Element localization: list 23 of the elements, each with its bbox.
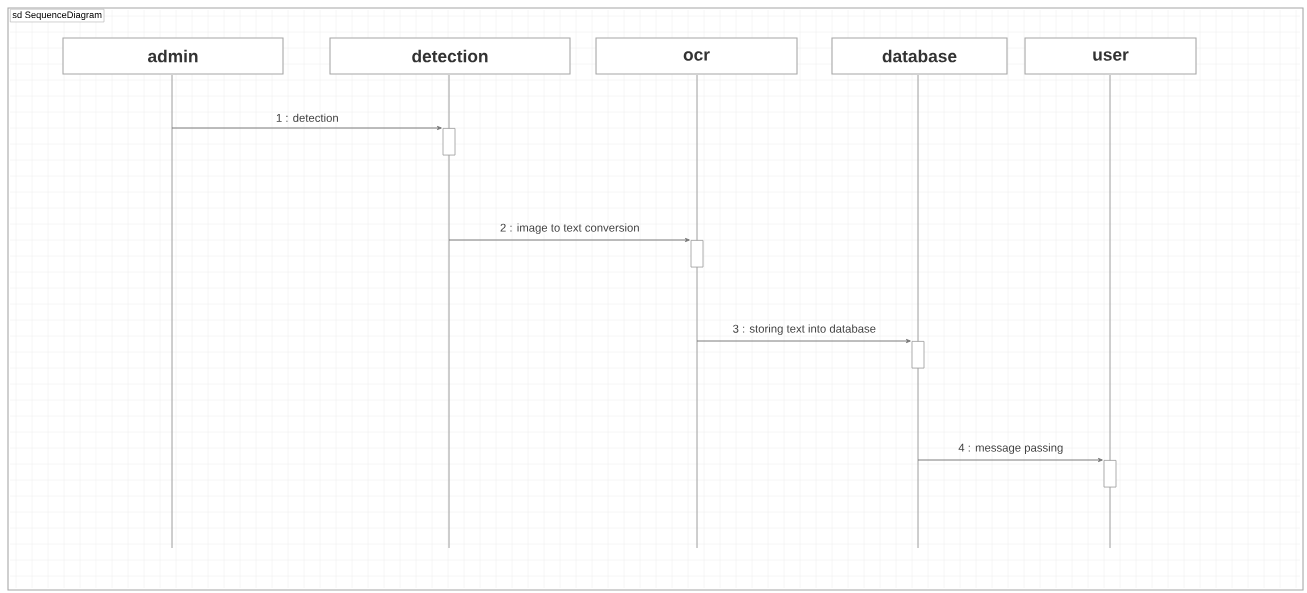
edge-label: 3 : storing text into database [733, 324, 876, 335]
participant-box: ocr [595, 37, 798, 75]
activation-bar [1103, 460, 1117, 488]
participant-box: admin [62, 37, 284, 75]
frame-tag: sd SequenceDiagram [10, 9, 105, 23]
lifeline [696, 74, 698, 549]
message-arrow [448, 237, 690, 243]
lifeline [448, 74, 450, 549]
participant-box: detection [329, 37, 571, 75]
message-arrow [696, 338, 911, 344]
message-arrow [171, 125, 442, 131]
participant-box: user [1024, 37, 1197, 75]
lifeline [1109, 74, 1111, 549]
message-arrow [917, 457, 1103, 463]
lifeline [171, 74, 173, 549]
edge-label: 4 : message passing [958, 443, 1063, 454]
activation-bar [690, 240, 704, 268]
lifeline [917, 74, 919, 549]
activation-bar [442, 128, 456, 156]
participant-box: database [831, 37, 1008, 75]
edge-label: 1 : detection [276, 113, 338, 122]
edge-label: 2 : image to text conversion [500, 223, 639, 234]
activation-bar [911, 341, 925, 369]
